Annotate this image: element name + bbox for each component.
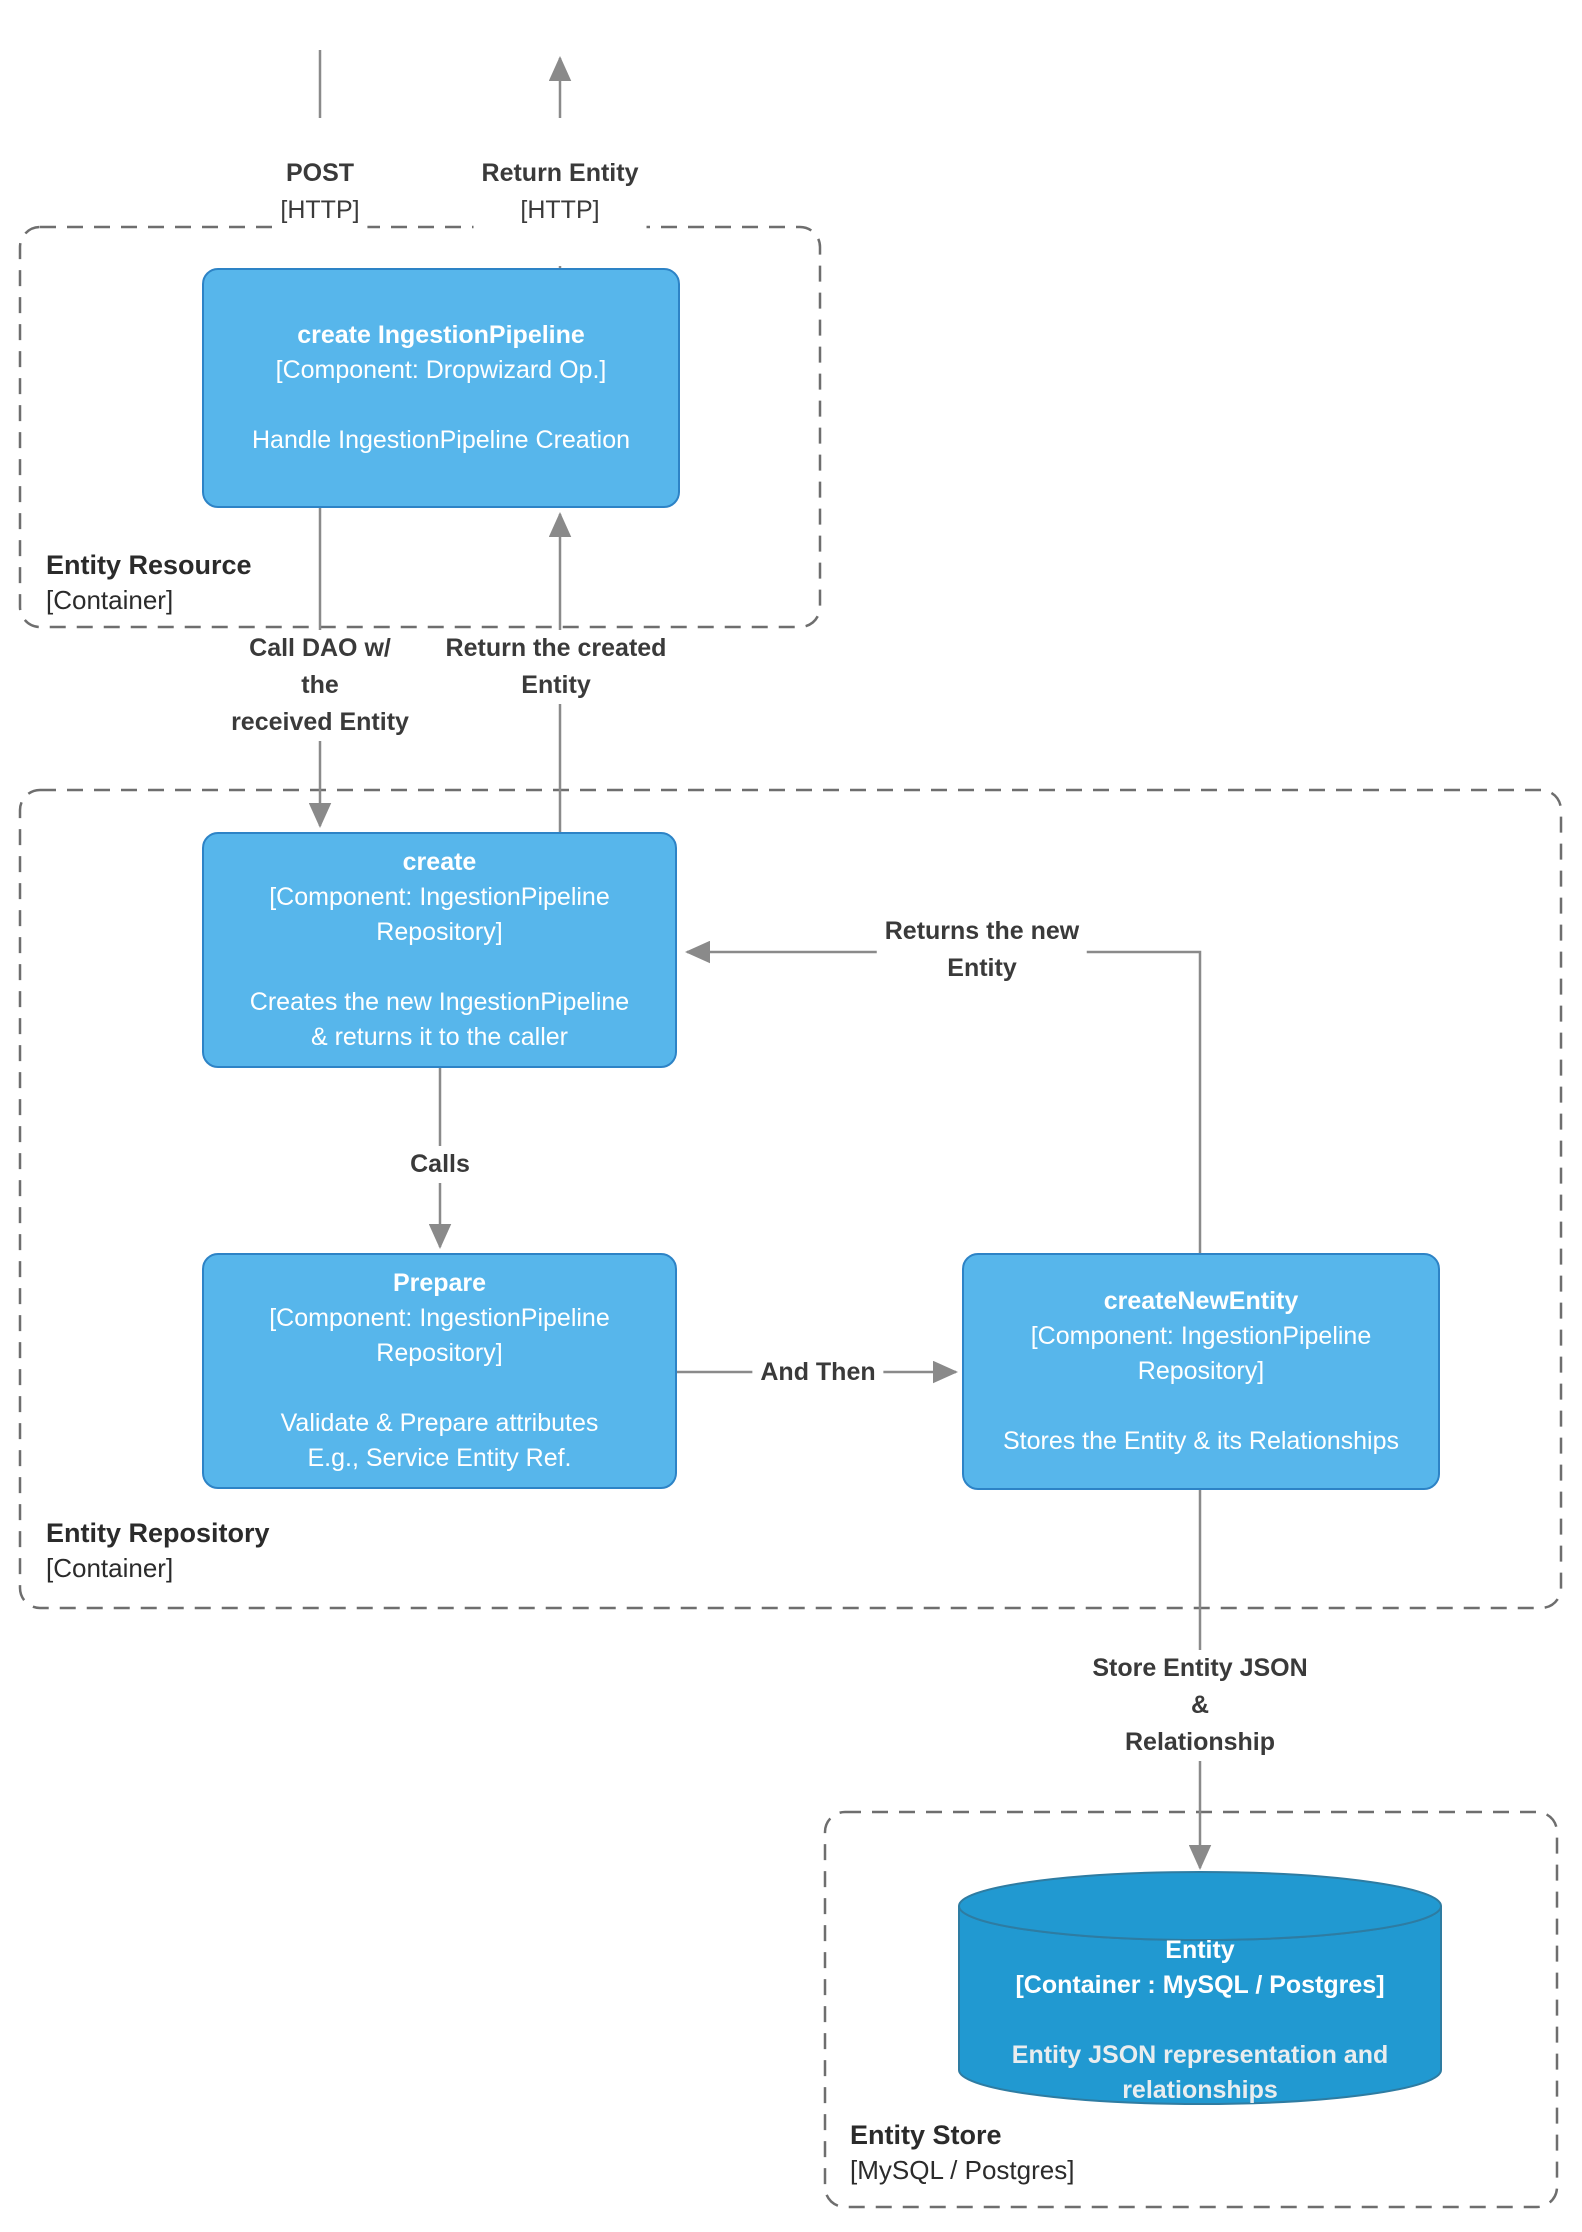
database-cylinder-top: [958, 1871, 1442, 1941]
returns-new-entity-arrow: [684, 940, 1202, 1253]
node-title: Entity: [1165, 1936, 1235, 1964]
container-subtitle: [Container]: [46, 1553, 174, 1583]
node-meta: [Component: IngestionPipeline Repository…: [269, 1304, 610, 1367]
calls-label: Calls: [402, 1146, 478, 1183]
return-created-label: Return the created Entity: [437, 630, 675, 704]
node-title: createNewEntity: [1103, 1287, 1299, 1315]
node-title: Prepare: [392, 1269, 487, 1297]
edge-label-sub: [HTTP]: [280, 196, 360, 224]
node-meta: [Component: IngestionPipeline Repository…: [269, 883, 610, 946]
container-title: Entity Store: [850, 2120, 1002, 2150]
entity-resource-container: [18, 225, 822, 629]
container-subtitle: [Container]: [46, 585, 174, 615]
entity-resource-label: Entity Resource [Container]: [46, 548, 252, 618]
node-description: Creates the new IngestionPipeline & retu…: [249, 988, 630, 1051]
container-title: Entity Repository: [46, 1518, 270, 1548]
container-subtitle: [MySQL / Postgres]: [850, 2155, 1075, 2185]
store-entity-json-label: Store Entity JSON & Relationship: [1084, 1650, 1316, 1761]
node-description: Handle IngestionPipeline Creation: [251, 426, 631, 454]
entity-store-label: Entity Store [MySQL / Postgres]: [850, 2118, 1074, 2188]
node-description: Entity JSON representation and relations…: [1011, 2041, 1389, 2104]
edge-label-sub: [HTTP]: [520, 196, 600, 224]
edge-label-text: POST: [285, 159, 355, 187]
node-prepare: Prepare [Component: IngestionPipeline Re…: [202, 1253, 677, 1489]
call-dao-label: Call DAO w/ the received Entity: [223, 630, 417, 741]
node-description: Validate & Prepare attributes E.g., Serv…: [280, 1409, 599, 1472]
returns-new-entity-label: Returns the new Entity: [876, 913, 1088, 987]
return-entity-http-label: Return Entity [HTTP]: [473, 118, 647, 266]
edge-label-text: Return Entity: [481, 159, 639, 187]
and-then-label: And Then: [752, 1354, 884, 1391]
node-title: create: [402, 848, 477, 876]
node-create-new-entity: createNewEntity [Component: IngestionPip…: [962, 1253, 1440, 1490]
node-create-ingestionpipeline: create IngestionPipeline [Component: Dro…: [202, 268, 680, 508]
entity-store-container: [823, 1810, 1559, 2209]
node-meta: [Container : MySQL / Postgres]: [1015, 1971, 1385, 1999]
node-description: Stores the Entity & its Relationships: [1002, 1427, 1400, 1455]
node-meta: [Component: IngestionPipeline Repository…: [1030, 1322, 1372, 1385]
container-title: Entity Resource: [46, 550, 252, 580]
node-title: create IngestionPipeline: [297, 321, 585, 349]
node-create: create [Component: IngestionPipeline Rep…: [202, 832, 677, 1068]
node-entity-database: Entity [Container : MySQL / Postgres] En…: [970, 1933, 1430, 2108]
post-http-label: POST [HTTP]: [272, 118, 368, 266]
entity-repository-container: [18, 788, 1563, 1610]
node-meta: [Component: Dropwizard Op.]: [275, 356, 607, 384]
entity-repository-label: Entity Repository [Container]: [46, 1516, 270, 1586]
